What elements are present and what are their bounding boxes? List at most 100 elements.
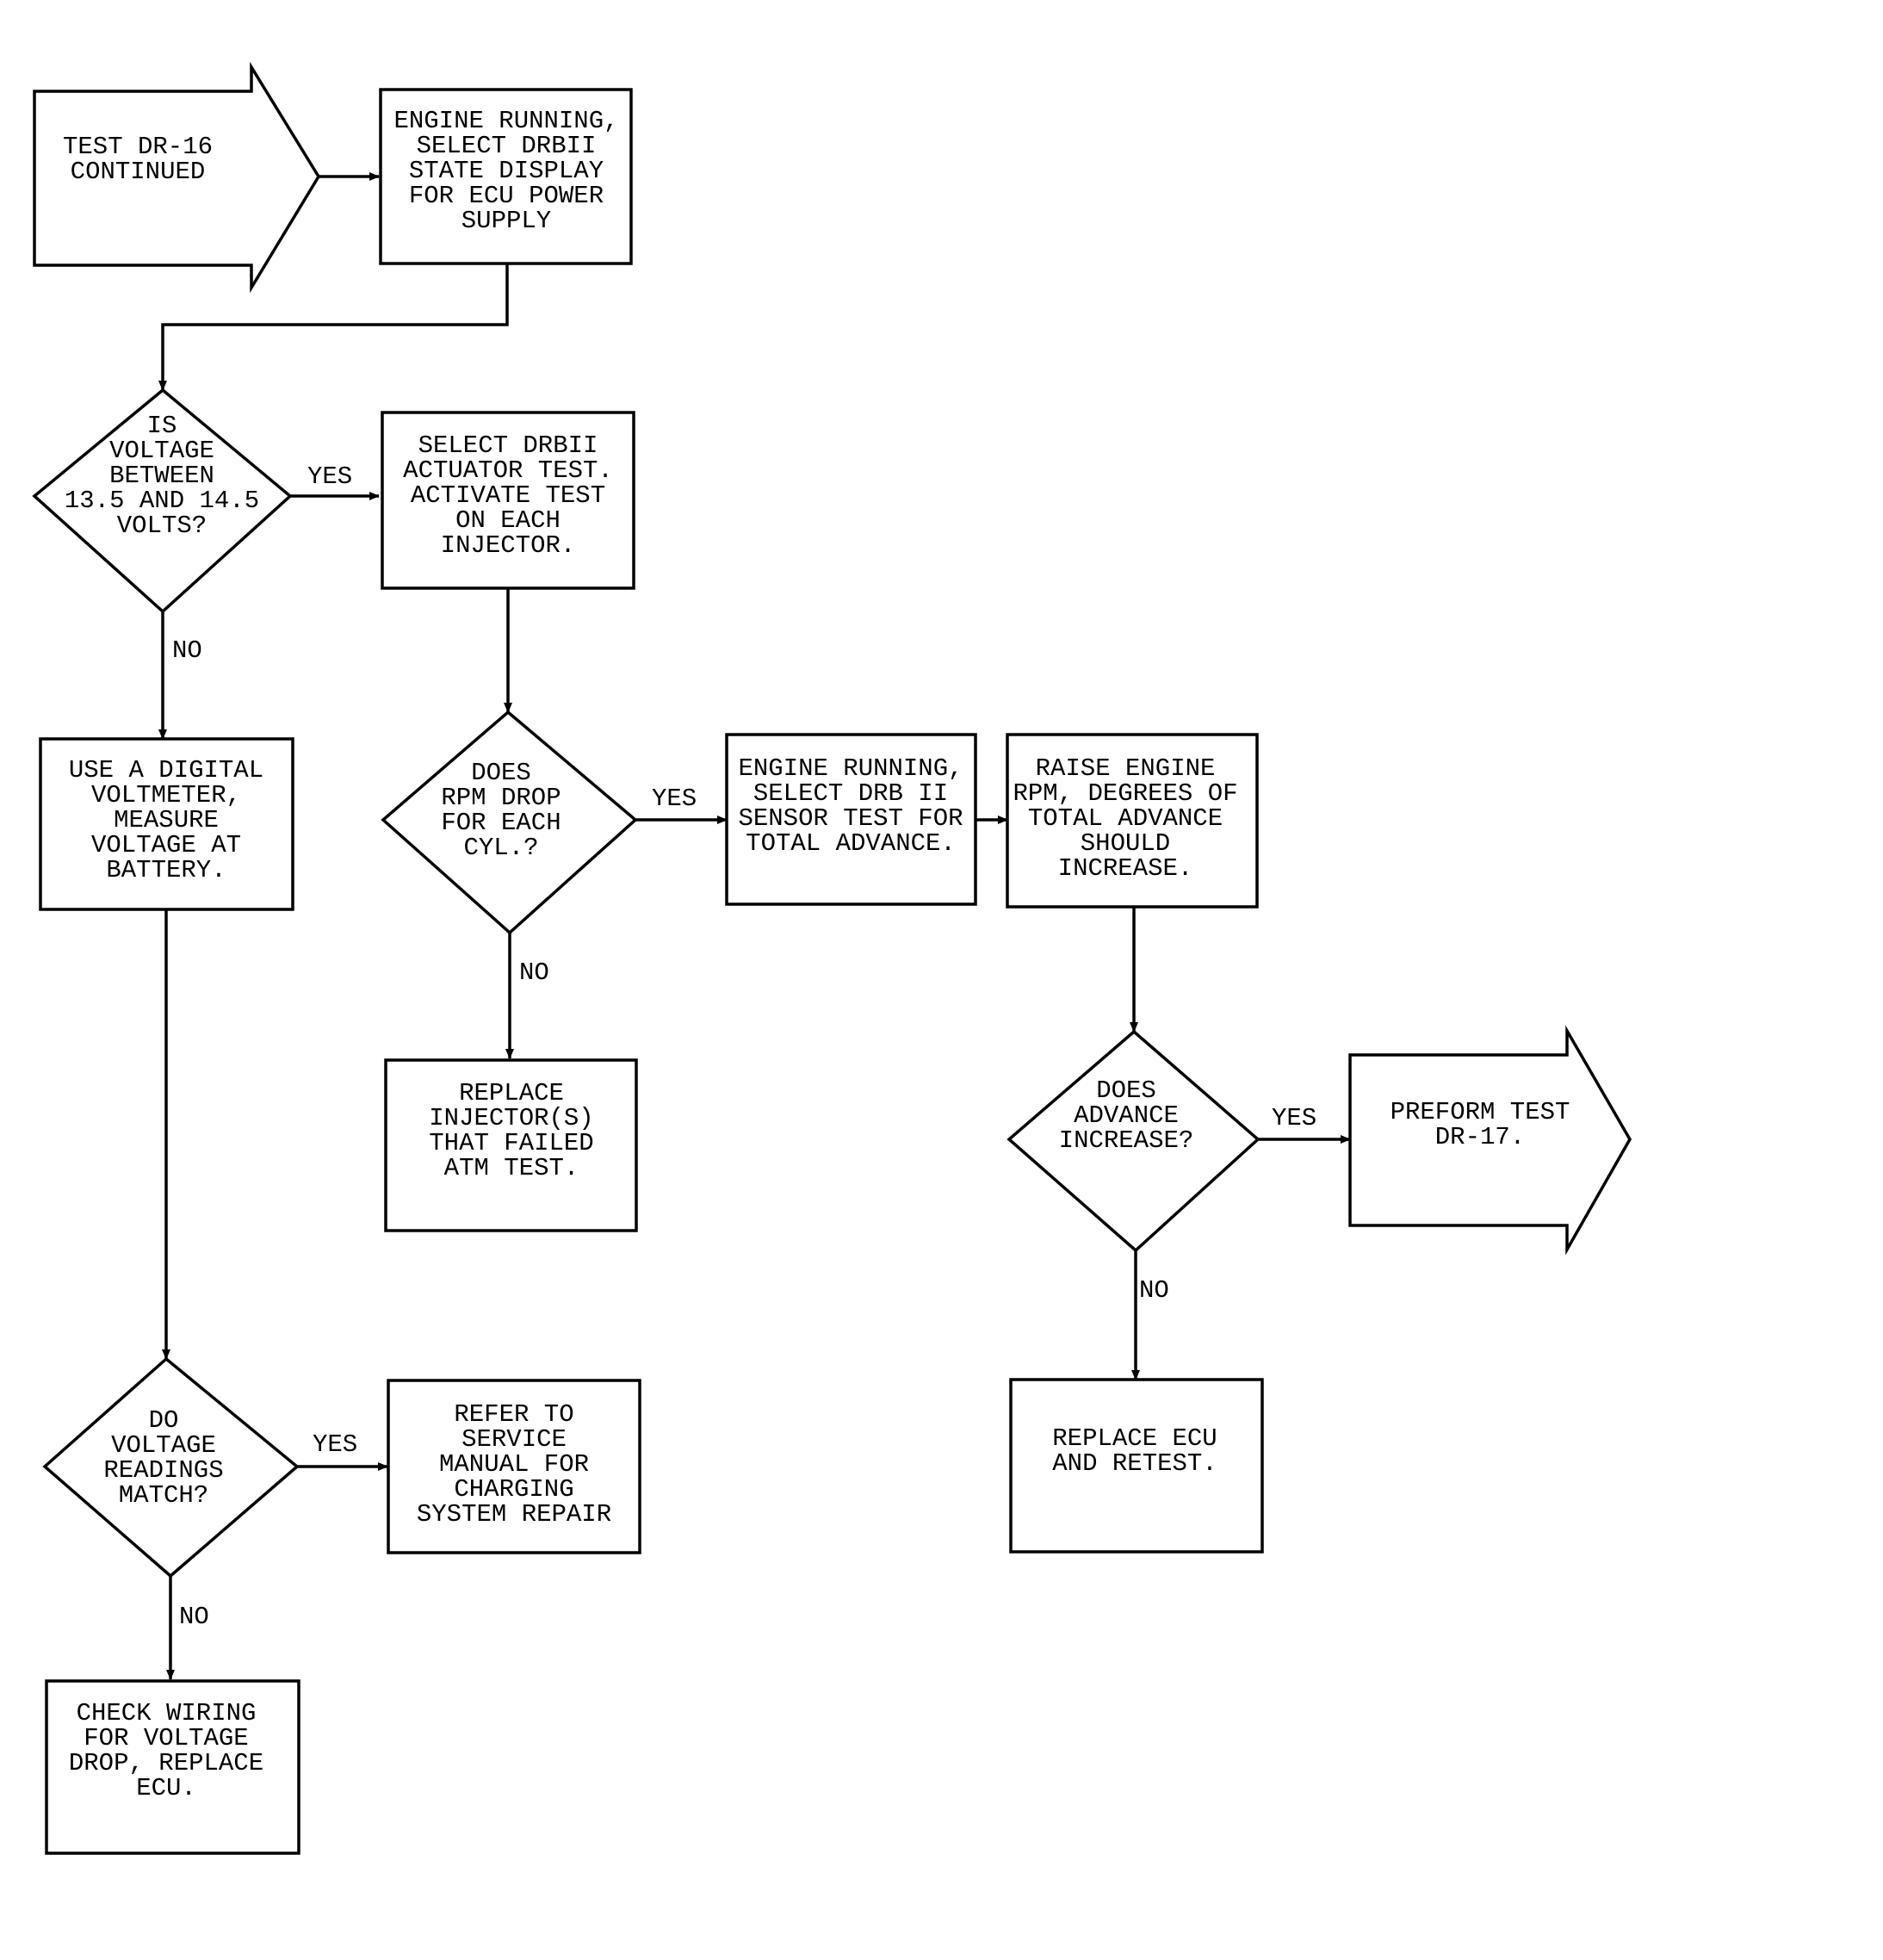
- node-line: AND RETEST.: [1052, 1449, 1217, 1478]
- node-line: RAISE ENGINE: [1036, 754, 1216, 783]
- node-line: BETWEEN: [109, 462, 214, 490]
- label-voltage-yes: YES: [307, 462, 352, 491]
- node-line: REFER TO: [454, 1400, 573, 1429]
- node-line: SELECT DRB II: [753, 779, 948, 808]
- check-wiring-box: [45, 1679, 300, 1855]
- node-line: TOTAL ADVANCE: [1028, 804, 1223, 833]
- node-line: IS: [147, 412, 177, 440]
- node-line: VOLTAGE AT: [91, 831, 241, 859]
- node-line: SENSOR TEST FOR: [738, 804, 963, 833]
- node-line: REPLACE: [459, 1079, 564, 1107]
- node-line: VOLTAGE: [109, 437, 214, 465]
- node-line: CYL.?: [463, 834, 538, 862]
- label-readings-no: NO: [179, 1603, 209, 1631]
- label-advance-yes: YES: [1272, 1104, 1316, 1132]
- node-line: SYSTEM REPAIR: [417, 1500, 611, 1529]
- node-line: VOLTMETER,: [91, 781, 241, 809]
- sensor-test-box: [725, 733, 977, 906]
- raise-rpm-box: [1006, 733, 1259, 909]
- node-line: CHECK WIRING: [77, 1699, 257, 1727]
- node-line: VOLTS?: [117, 512, 207, 540]
- label-readings-yes: YES: [313, 1430, 357, 1459]
- node-line: FOR EACH: [441, 809, 561, 837]
- label-rpm-no: NO: [519, 958, 549, 987]
- label-advance-no: NO: [1139, 1276, 1169, 1305]
- node-line: ACTUATOR TEST.: [403, 456, 613, 485]
- node-line: SHOULD: [1081, 829, 1170, 858]
- edges: [158, 172, 1351, 1680]
- node-line: REPLACE ECU: [1052, 1424, 1217, 1453]
- node-line: INJECTOR.: [441, 531, 576, 560]
- node-line: FOR VOLTAGE: [84, 1724, 248, 1752]
- readings-decision-shape: [42, 1356, 300, 1579]
- node-line: 13.5 AND 14.5: [65, 487, 259, 515]
- node-line: ADVANCE: [1074, 1101, 1179, 1130]
- voltage-decision-shape: [32, 388, 293, 614]
- edge-labels: YES NO YES NO YES NO YES NO: [172, 462, 1316, 1631]
- node-line: SUPPLY: [461, 207, 551, 235]
- node-line: RPM DROP: [441, 784, 561, 812]
- node-line: SELECT DRBII: [418, 431, 598, 460]
- node-line: READINGS: [103, 1456, 223, 1485]
- node-line: INJECTOR(S): [429, 1104, 593, 1132]
- node-line: ON EACH: [455, 506, 561, 535]
- label-voltage-no: NO: [172, 636, 202, 665]
- start-connector-shape: [33, 61, 321, 294]
- edge-state-display-to-voltage: [158, 264, 509, 391]
- actuator-test-box: [381, 411, 635, 590]
- node-line: TOTAL ADVANCE.: [746, 829, 956, 858]
- advance-decision-shape: [1007, 1029, 1260, 1253]
- node-line: DOES: [471, 759, 531, 787]
- node-line: MANUAL FOR: [439, 1450, 589, 1479]
- node-line: PREFORM TEST: [1391, 1098, 1570, 1126]
- node-line: DO: [149, 1406, 179, 1435]
- node-line: DOES: [1096, 1076, 1156, 1105]
- replace-injector-box: [384, 1058, 638, 1232]
- node-line: ENGINE RUNNING,: [393, 107, 618, 135]
- node-line: TEST DR-16: [63, 133, 213, 161]
- refer-service-box: [387, 1379, 641, 1554]
- node-line: DROP, REPLACE: [69, 1749, 263, 1777]
- node-line: DR-17.: [1435, 1123, 1525, 1151]
- node-line: CHARGING: [454, 1475, 573, 1504]
- node-line: USE A DIGITAL: [69, 756, 263, 785]
- node-line: CONTINUED: [71, 158, 206, 186]
- node-line: INCREASE?: [1059, 1126, 1194, 1155]
- node-line: MEASURE: [114, 806, 219, 834]
- dr17-connector-shape: [1348, 1025, 1632, 1256]
- node-line: ECU.: [136, 1774, 196, 1802]
- rpm-drop-decision-shape: [381, 710, 638, 935]
- shapes: [32, 61, 1632, 1855]
- node-line: MATCH?: [119, 1481, 208, 1510]
- node-line: SERVICE: [461, 1425, 567, 1454]
- state-display-box: [379, 88, 633, 265]
- node-line: VOLTAGE: [111, 1431, 216, 1460]
- node-line: ENGINE RUNNING,: [738, 754, 963, 783]
- replace-ecu-box: [1009, 1378, 1264, 1554]
- voltmeter-box: [39, 737, 294, 911]
- label-rpm-yes: YES: [652, 785, 697, 813]
- node-line: ACTIVATE TEST: [411, 481, 605, 510]
- node-line: ATM TEST.: [444, 1154, 579, 1182]
- node-line: THAT FAILED: [429, 1129, 593, 1157]
- node-line: BATTERY.: [106, 856, 226, 884]
- node-line: INCREASE.: [1058, 854, 1193, 883]
- node-line: STATE DISPLAY: [409, 157, 604, 185]
- node-line: FOR ECU POWER: [409, 182, 604, 210]
